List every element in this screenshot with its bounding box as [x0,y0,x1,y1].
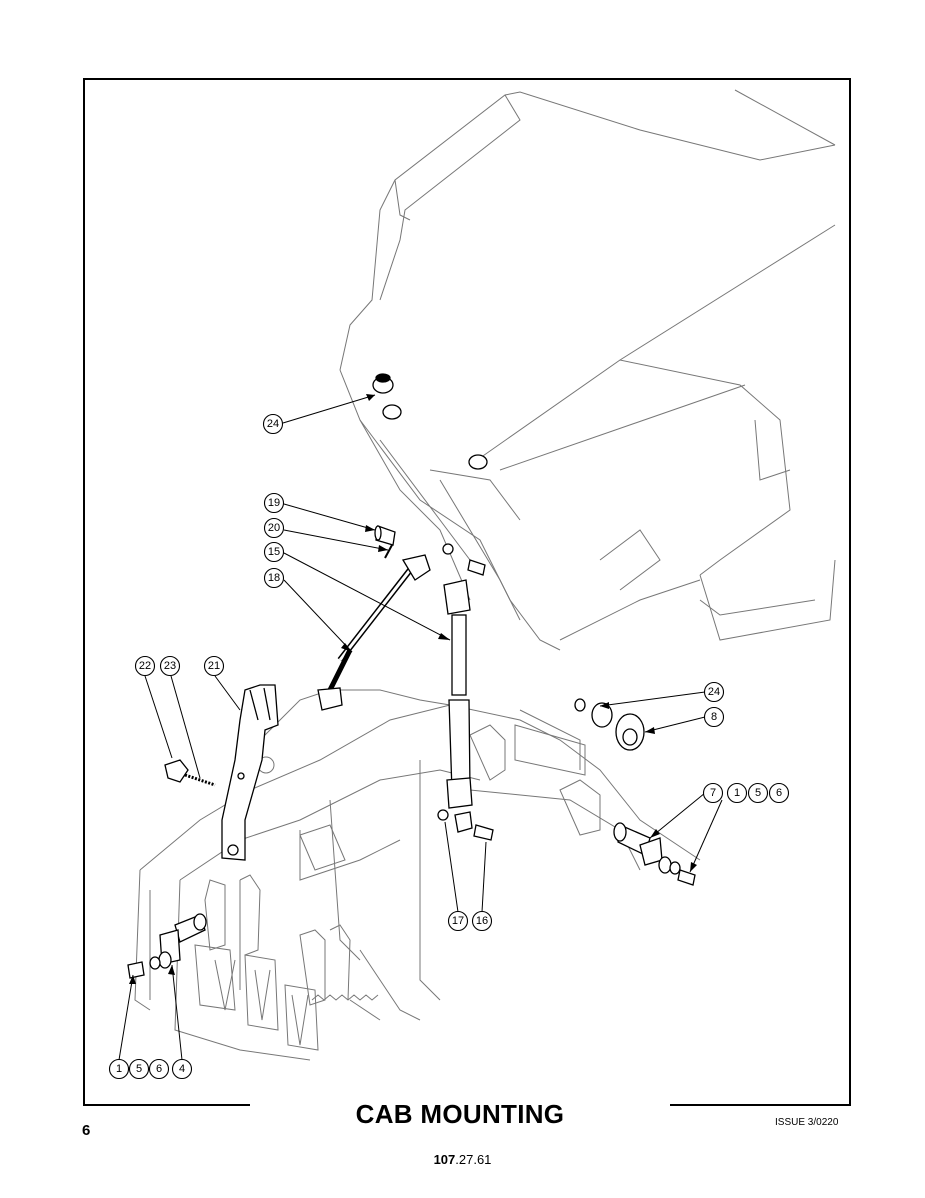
svg-text:6: 6 [776,787,782,799]
svg-text:22: 22 [139,660,151,672]
callout-1-left: 1 [108,1058,130,1080]
svg-text:24: 24 [708,686,720,698]
page-title: CAB MOUNTING [355,1098,565,1129]
svg-text:17: 17 [452,915,464,927]
callout-4: 4 [171,1058,193,1080]
document-number: 107.27.61 [0,1152,925,1167]
svg-text:7: 7 [710,787,716,799]
callout-20: 20 [263,517,285,539]
callout-5-right: 5 [747,782,769,804]
callout-7: 7 [702,782,724,804]
callout-1-right: 1 [726,782,748,804]
svg-text:8: 8 [711,711,717,723]
callout-24-rear: 24 [703,681,725,703]
svg-text:20: 20 [268,522,280,534]
issue-label: ISSUE 3/0220 [775,1117,839,1128]
callout-21: 21 [203,655,225,677]
callout-22: 22 [134,655,156,677]
svg-text:15: 15 [268,546,280,558]
callout-19: 19 [263,492,285,514]
parts [127,373,696,979]
callout-6-right: 6 [768,782,790,804]
svg-text:18: 18 [268,572,280,584]
cab-outline [339,89,836,651]
svg-text:21: 21 [208,660,220,672]
callout-6-left: 6 [148,1058,170,1080]
title-bar: CAB MOUNTING [250,1097,670,1131]
svg-text:16: 16 [476,915,488,927]
callout-18: 18 [263,567,285,589]
document-number-bold: 107 [433,1152,456,1167]
svg-text:23: 23 [164,660,176,672]
callout-17: 17 [447,910,469,932]
document-number-rest: .27.61 [455,1152,492,1167]
svg-text:19: 19 [268,497,280,509]
svg-text:4: 4 [179,1063,185,1075]
svg-text:24: 24 [267,418,279,430]
callout-5-left: 5 [128,1058,150,1080]
chassis-outline [134,689,701,1061]
callout-16: 16 [471,910,493,932]
leader-arrowheads [129,394,697,984]
callout-23: 23 [159,655,181,677]
svg-text:6: 6 [156,1063,162,1075]
svg-text:1: 1 [116,1063,122,1075]
svg-text:5: 5 [755,787,761,799]
leader-lines [118,394,723,1061]
callout-24-top: 24 [262,413,284,435]
callout-8: 8 [703,706,725,728]
page-number: 6 [82,1122,91,1139]
callout-15: 15 [263,541,285,563]
svg-text:5: 5 [136,1063,142,1075]
svg-text:1: 1 [734,787,740,799]
